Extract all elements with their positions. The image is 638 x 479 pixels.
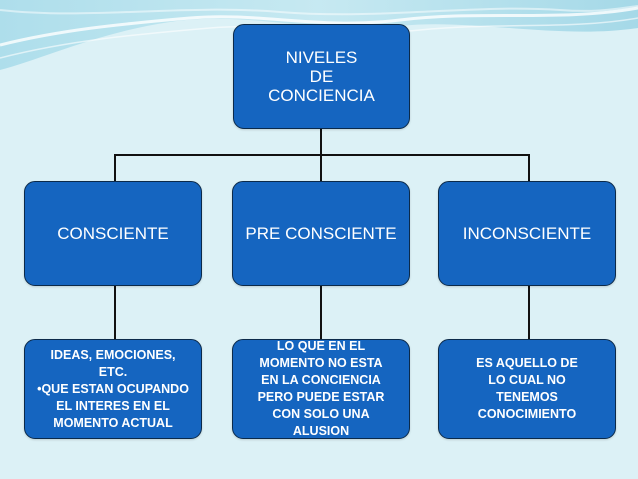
connector-to-consciente (114, 154, 116, 182)
connector-to-inconsciente (528, 154, 530, 182)
connector-consciente-desc (114, 285, 116, 340)
connector-root-down (320, 128, 322, 155)
level-node-label: INCONSCIENTE (462, 223, 592, 243)
description-text: LO QUE EN EL MOMENTO NO ESTA EN LA CONCI… (257, 339, 385, 438)
level-node-consciente: CONSCIENTE (24, 181, 202, 286)
connector-to-preconsciente (320, 154, 322, 182)
level-node-preconsciente: PRE CONSCIENTE (232, 181, 410, 286)
description-node-preconsciente: LO QUE EN EL MOMENTO NO ESTA EN LA CONCI… (232, 339, 410, 439)
connector-horizontal (114, 154, 530, 156)
level-node-label: PRE CONSCIENTE (245, 223, 397, 243)
description-text: ES AQUELLO DE LO CUAL NO TENEMOS CONOCIM… (476, 356, 578, 421)
description-text: IDEAS, EMOCIONES, ETC. •QUE ESTAN OCUPAN… (37, 347, 189, 430)
root-node: NIVELES DE CONCIENCIA (233, 24, 410, 129)
description-node-consciente: IDEAS, EMOCIONES, ETC. •QUE ESTAN OCUPAN… (24, 339, 202, 439)
level-node-label: CONSCIENTE (57, 223, 169, 243)
level-node-inconsciente: INCONSCIENTE (438, 181, 616, 286)
root-node-label: NIVELES DE CONCIENCIA (268, 48, 375, 105)
description-node-inconsciente: ES AQUELLO DE LO CUAL NO TENEMOS CONOCIM… (438, 339, 616, 439)
connector-preconsciente-desc (320, 285, 322, 340)
connector-inconsciente-desc (528, 285, 530, 340)
